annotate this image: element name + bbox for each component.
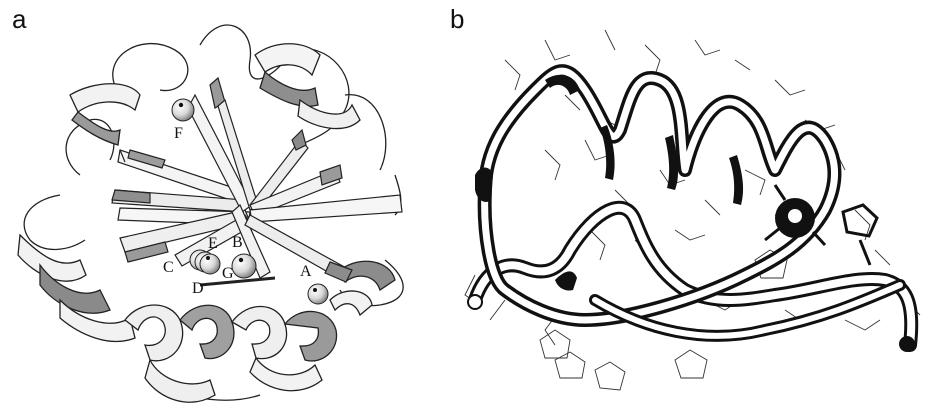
terminus-ball (899, 336, 915, 352)
site-sphere-g (232, 254, 256, 278)
n-terminus-ball (468, 295, 482, 309)
site-label-g: G (222, 265, 234, 282)
site-label-b: B (232, 234, 243, 251)
site-label-d: D (192, 280, 204, 297)
site-label-c: C (163, 259, 174, 276)
backbone-tube (475, 71, 911, 345)
site-sphere-a (308, 284, 328, 304)
panel-b: b (445, 0, 945, 417)
site-label-e: E (208, 235, 218, 252)
site-label-f: F (174, 125, 183, 142)
imidazole-ring (843, 205, 877, 236)
beta-sheet-a (112, 78, 402, 282)
ribbon-diagram-a: A B C D E F G (0, 0, 445, 417)
site-sphere-f (172, 99, 194, 121)
site-sphere-d (200, 254, 220, 274)
panel-a: a (0, 0, 445, 417)
site-label-a: A (300, 263, 312, 280)
backbone-diagram-b (445, 0, 945, 417)
